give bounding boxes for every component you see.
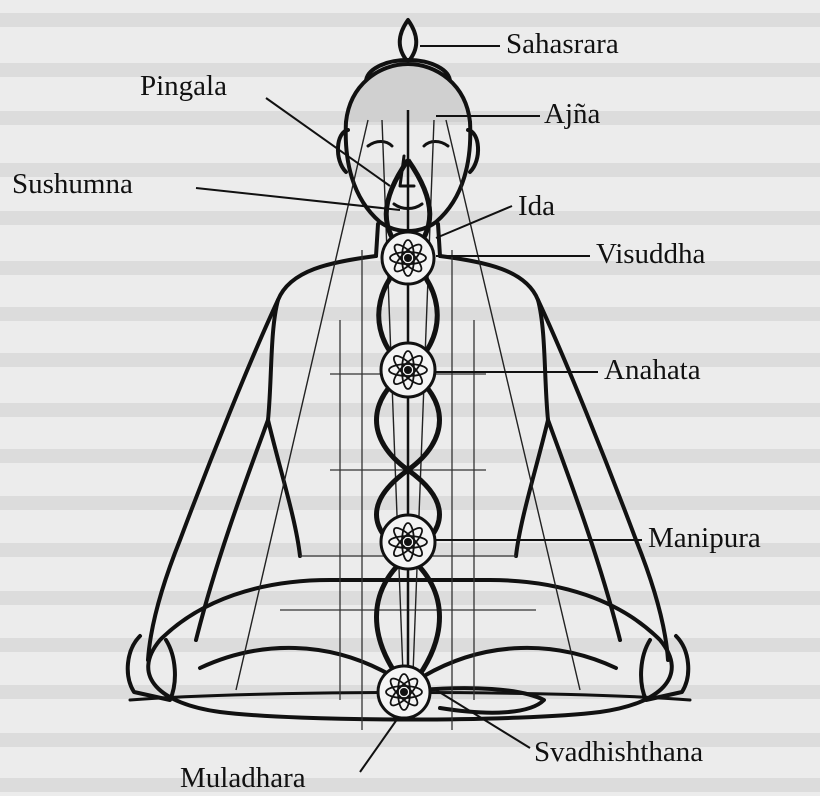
label-sahasrara: Sahasrara <box>506 30 619 59</box>
torso-left <box>268 256 376 420</box>
label-sushumna: Sushumna <box>12 170 133 199</box>
torso-right <box>440 256 548 420</box>
chakra-visuddha-icon <box>382 232 434 284</box>
leg-fold-right <box>424 648 616 676</box>
leader-sushumna <box>196 188 400 210</box>
left-eye <box>368 142 392 147</box>
chakra-muladhara-icon <box>378 666 430 718</box>
label-svadhishthana: Svadhishthana <box>534 738 703 767</box>
label-anahata: Anahata <box>604 356 701 385</box>
label-manipura: Manipura <box>648 524 761 553</box>
chakra-manipura-icon <box>381 515 435 569</box>
leg-fold-left <box>200 648 392 676</box>
label-ajna: Ajña <box>544 100 600 129</box>
label-ida: Ida <box>518 192 555 221</box>
label-pingala: Pingala <box>140 72 227 101</box>
label-visuddha: Visuddha <box>596 240 705 269</box>
chakra-anahata-icon <box>381 343 435 397</box>
right-eye <box>424 142 448 147</box>
label-muladhara: Muladhara <box>180 764 306 793</box>
